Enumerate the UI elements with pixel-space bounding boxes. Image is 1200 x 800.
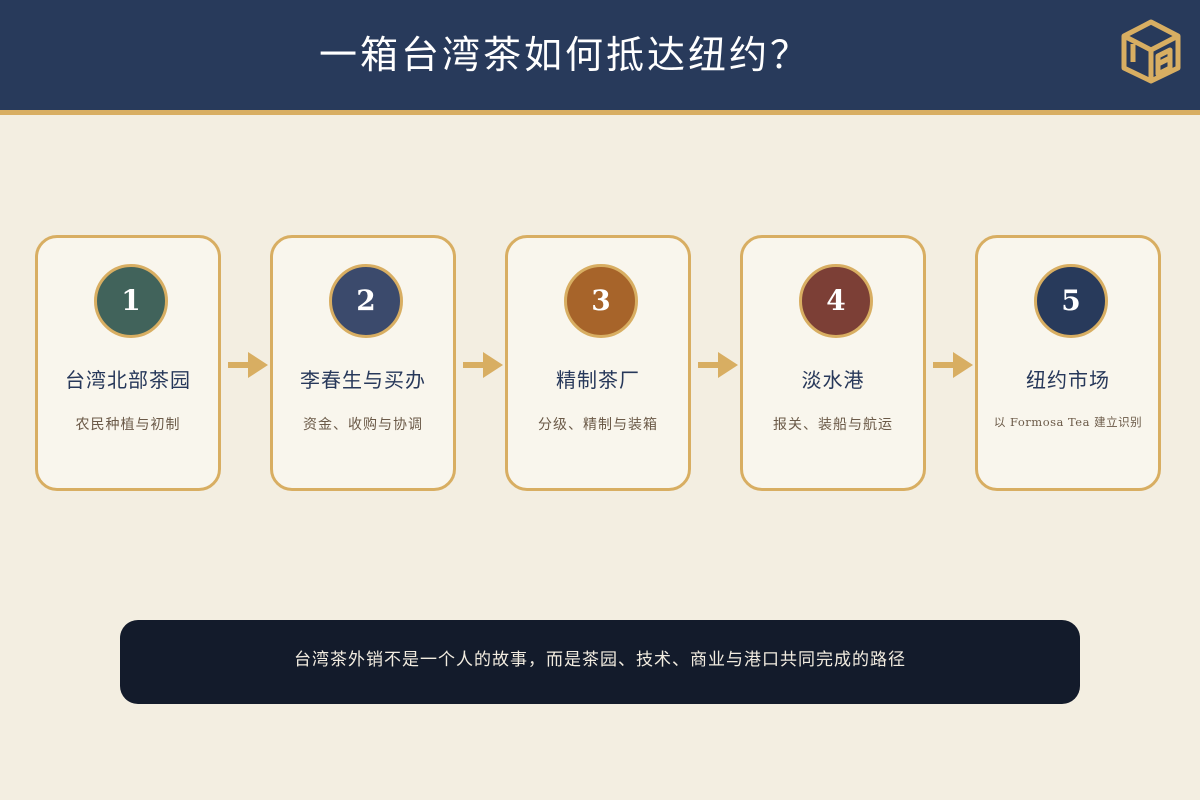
step-subtitle: 分级、精制与装箱 xyxy=(538,417,658,433)
step-card-1: 1 台湾北部茶园 农民种植与初制 xyxy=(35,235,221,491)
arrow-right-icon xyxy=(228,352,268,378)
header-bar: 一箱台湾茶如何抵达纽约？ xyxy=(0,0,1200,115)
step-card-5: 5 纽约市场 以 Formosa Tea 建立识别 xyxy=(975,235,1161,491)
step-card-3: 3 精制茶厂 分级、精制与装箱 xyxy=(505,235,691,491)
step-card-2: 2 李春生与买办 资金、收购与协调 xyxy=(270,235,456,491)
step-title: 精制茶厂 xyxy=(556,368,640,392)
step-title: 台湾北部茶园 xyxy=(65,368,191,392)
step-number-badge: 3 xyxy=(564,264,638,338)
summary-text: 台湾茶外销不是一个人的故事，而是茶园、技术、商业与港口共同完成的路径 xyxy=(294,650,906,670)
step-number-badge: 4 xyxy=(799,264,873,338)
step-number-badge: 1 xyxy=(94,264,168,338)
arrow-right-icon xyxy=(698,352,738,378)
step-title: 李春生与买办 xyxy=(300,368,426,392)
summary-banner: 台湾茶外销不是一个人的故事，而是茶园、技术、商业与港口共同完成的路径 xyxy=(120,620,1080,704)
step-subtitle: 以 Formosa Tea 建立识别 xyxy=(993,415,1143,429)
step-card-4: 4 淡水港 报关、装船与航运 xyxy=(740,235,926,491)
arrow-right-icon xyxy=(933,352,973,378)
step-number-badge: 5 xyxy=(1034,264,1108,338)
step-number-badge: 2 xyxy=(329,264,403,338)
process-flow: 1 台湾北部茶园 农民种植与初制 2 李春生与买办 资金、收购与协调 3 精制茶… xyxy=(0,235,1200,497)
step-subtitle: 资金、收购与协调 xyxy=(303,417,423,433)
step-subtitle: 报关、装船与航运 xyxy=(773,417,893,433)
cube-logo-icon xyxy=(1121,19,1181,84)
arrow-right-icon xyxy=(463,352,503,378)
step-subtitle: 农民种植与初制 xyxy=(75,417,181,433)
page-title: 一箱台湾茶如何抵达纽约？ xyxy=(318,33,811,77)
step-title: 纽约市场 xyxy=(1026,368,1110,392)
step-title: 淡水港 xyxy=(801,368,865,392)
